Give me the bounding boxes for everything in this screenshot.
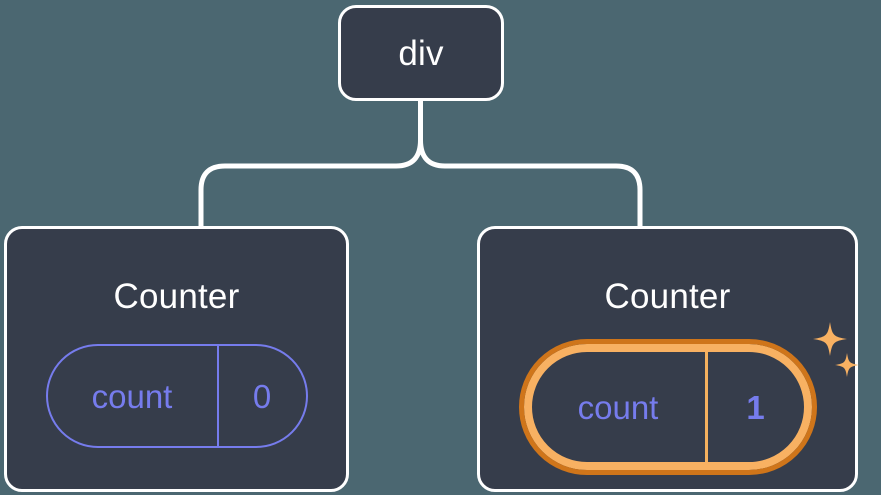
state-pill-right-wrap: count 1: [518, 322, 859, 475]
node-counter-left[interactable]: Counter count 0: [4, 226, 349, 492]
node-counter-right-title: Counter: [604, 277, 731, 316]
sparkle-small-icon: [834, 353, 859, 377]
state-pill-right[interactable]: count 1: [518, 339, 817, 475]
node-counter-left-title: Counter: [113, 277, 240, 316]
state-value-cell-left: 0: [219, 346, 306, 446]
state-key-cell-left: count: [48, 346, 219, 446]
state-pill-left-wrap: count 0: [45, 344, 308, 448]
node-div[interactable]: div: [338, 5, 504, 101]
state-value-left: 0: [252, 377, 272, 415]
node-div-label: div: [398, 33, 444, 73]
node-counter-right[interactable]: Counter count 1: [477, 226, 859, 492]
connector-to-counter-left: [198, 137, 423, 229]
state-pill-left[interactable]: count 0: [45, 344, 308, 448]
state-value-cell-right: 1: [708, 352, 804, 462]
state-key-right: count: [577, 388, 659, 426]
state-key-cell-right: count: [532, 352, 708, 462]
connector-to-counter-right: [418, 137, 643, 229]
state-key-left: count: [91, 377, 173, 415]
sparkle-group: [812, 322, 859, 377]
state-value-right: 1: [746, 388, 765, 426]
sparkle-large-icon: [812, 322, 847, 356]
